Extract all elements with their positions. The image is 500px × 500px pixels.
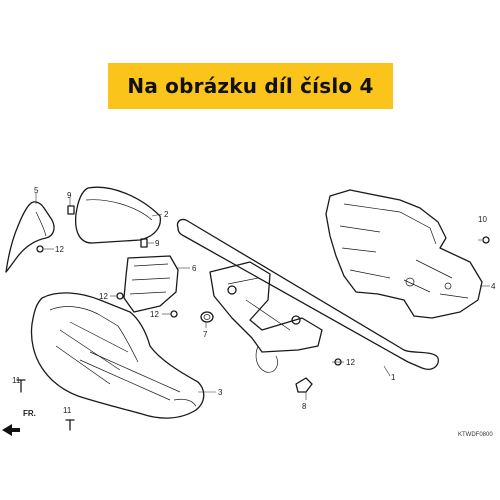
callout-12c: 12 bbox=[150, 310, 159, 319]
callout-3: 3 bbox=[218, 388, 223, 397]
part-3-front-cover bbox=[30, 292, 205, 419]
part-7-nut bbox=[200, 311, 214, 323]
callout-7: 7 bbox=[203, 330, 208, 339]
callout-9b: 9 bbox=[155, 239, 160, 248]
callout-11b: 11 bbox=[63, 406, 72, 415]
callout-12a: 12 bbox=[55, 245, 64, 254]
callout-12b: 12 bbox=[99, 292, 108, 301]
callout-5: 5 bbox=[34, 186, 39, 195]
part-number-banner: Na obrázku díl číslo 4 bbox=[108, 63, 393, 109]
callout-10: 10 bbox=[478, 215, 487, 224]
callout-2: 2 bbox=[164, 210, 169, 219]
part-6-inner-panel bbox=[123, 255, 179, 313]
callout-4[interactable]: 4 bbox=[491, 282, 496, 291]
diagram-code: KTWDF0800 bbox=[458, 432, 493, 438]
callout-1: 1 bbox=[391, 373, 396, 382]
fr-label: FR. bbox=[23, 409, 36, 418]
callout-6: 6 bbox=[192, 264, 197, 273]
fasteners bbox=[16, 205, 490, 431]
callout-12d: 12 bbox=[346, 358, 355, 367]
part-1-handlebar bbox=[176, 218, 439, 373]
banner-text: Na obrázku díl číslo 4 bbox=[127, 74, 374, 98]
part-2-visor bbox=[74, 186, 162, 244]
callout-9a: 9 bbox=[67, 191, 72, 200]
leader-lines bbox=[35, 193, 490, 400]
front-direction-arrow bbox=[2, 424, 20, 436]
callout-11a: 11 bbox=[12, 376, 21, 385]
part-4-rear-cover[interactable] bbox=[325, 189, 483, 319]
part-5-side-cover bbox=[5, 201, 55, 273]
callout-8: 8 bbox=[302, 402, 307, 411]
